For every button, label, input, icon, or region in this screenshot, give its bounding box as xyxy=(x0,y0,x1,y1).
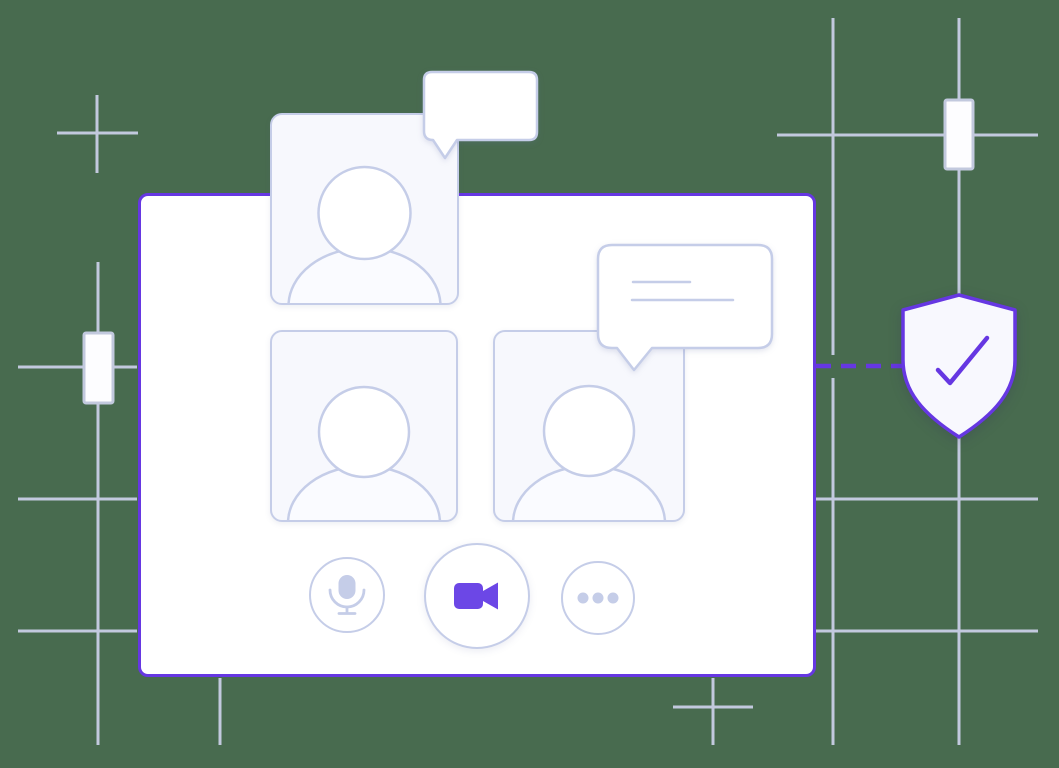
microphone-icon xyxy=(328,575,366,615)
bubble-text-lines xyxy=(630,280,735,302)
microphone-button[interactable] xyxy=(309,557,385,633)
person-icon xyxy=(287,165,442,303)
person-icon xyxy=(286,385,442,520)
person-icon xyxy=(511,384,667,520)
participant-tile-top xyxy=(270,113,459,305)
camera-button[interactable] xyxy=(424,543,530,649)
more-options-button[interactable] xyxy=(561,561,635,635)
ellipsis-icon xyxy=(577,592,619,604)
participant-tile-bottom-right xyxy=(493,330,685,522)
participant-tile-bottom-left xyxy=(270,330,458,522)
speech-bubble-large xyxy=(596,243,774,372)
speech-bubble-small xyxy=(422,70,539,160)
plus-mark-bottom xyxy=(673,678,753,745)
dashed-connector xyxy=(816,363,908,369)
shield-check-icon xyxy=(901,293,1017,439)
candlestick-left xyxy=(82,331,115,405)
plus-mark-top-left xyxy=(57,95,138,173)
candlestick-right xyxy=(943,98,975,171)
video-camera-icon xyxy=(454,582,498,610)
checkmark-icon xyxy=(935,335,990,386)
